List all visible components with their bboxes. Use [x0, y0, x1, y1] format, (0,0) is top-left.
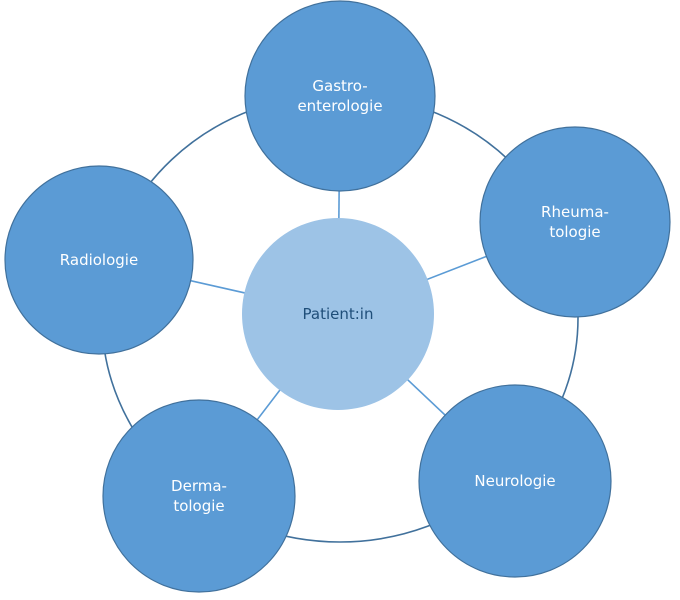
node-label: Gastro-: [312, 77, 367, 95]
node-label: enterologie: [297, 97, 382, 115]
center-label: Patient:in: [303, 305, 374, 323]
node-neurologie: Neurologie: [418, 384, 612, 578]
node-patient: Patient:in: [242, 218, 434, 410]
node-rheumatologie: Rheuma-tologie: [479, 126, 671, 318]
node-circle: [102, 399, 296, 593]
node-label: Derma-: [171, 477, 227, 495]
node-radiologie: Radiologie: [4, 165, 194, 355]
node-label: tologie: [173, 497, 224, 515]
center-circle: [242, 218, 434, 410]
node-label: tologie: [549, 223, 600, 241]
node-label: Neurologie: [474, 472, 555, 490]
node-circle: [479, 126, 671, 318]
node-circle: [4, 165, 194, 355]
node-label: Radiologie: [60, 251, 138, 269]
node-circle: [244, 0, 436, 192]
node-gastroenterologie: Gastro-enterologie: [244, 0, 436, 192]
node-dermatologie: Derma-tologie: [102, 399, 296, 593]
node-circle: [418, 384, 612, 578]
node-label: Rheuma-: [541, 203, 609, 221]
